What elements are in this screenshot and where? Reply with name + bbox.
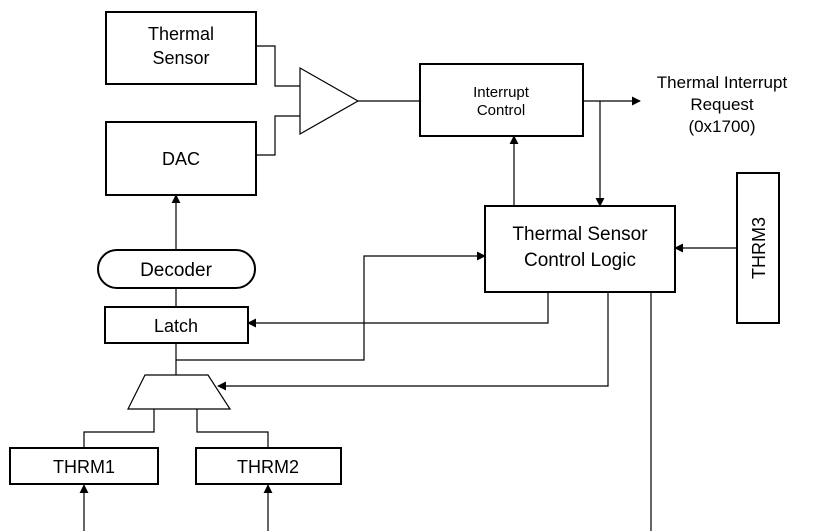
control-logic-label-line1: Thermal Sensor [512, 224, 648, 245]
latch-label: Latch [154, 316, 198, 336]
thrm2-label: THRM2 [237, 457, 299, 477]
latch-block: Latch [104, 306, 249, 344]
dac-label: DAC [162, 149, 200, 169]
interrupt-request-line2: Request [690, 95, 754, 114]
thrm2-block: THRM2 [195, 447, 342, 485]
sensor-to-comparator-wire [256, 45, 300, 87]
control-logic-block: Thermal Sensor Control Logic [484, 205, 676, 293]
interrupt-request-line3: (0x1700) [688, 117, 755, 136]
interrupt-control-label-line2: Control [477, 102, 525, 119]
thrm3-block: THRM3 [736, 172, 780, 324]
interrupt-control-label-line1: Interrupt [473, 84, 530, 101]
multiplexer-trapezoid [127, 374, 232, 410]
mux-bus-to-control-logic-arrow [175, 251, 486, 361]
thermal-sensor-label-line1: Thermal [148, 24, 214, 44]
thrm1-to-mux-wire [83, 409, 155, 448]
thrm3-label: THRM3 [749, 217, 769, 279]
thrm1-block: THRM1 [9, 447, 159, 485]
decoder-block: Decoder [97, 249, 256, 289]
interrupt-request-line1: Thermal Interrupt [657, 73, 788, 92]
dac-to-comparator-wire [256, 115, 300, 156]
control-logic-label-line2: Control Logic [524, 250, 636, 271]
comparator-triangle [299, 66, 360, 136]
control-logic-to-latch-arrow [247, 292, 549, 328]
control-logic-to-mux-select-arrow [217, 292, 609, 391]
interrupt-request-label: Thermal Interrupt Request (0x1700) [657, 73, 788, 136]
interrupt-control-block: Interrupt Control [419, 63, 584, 137]
thrm2-to-mux-wire [196, 409, 269, 448]
thermal-sensor-block: Thermal Sensor [105, 11, 257, 85]
dac-block: DAC [105, 121, 257, 196]
thermal-sensor-label-line2: Sensor [152, 48, 209, 68]
thrm1-label: THRM1 [53, 457, 115, 477]
decoder-label: Decoder [140, 260, 212, 281]
